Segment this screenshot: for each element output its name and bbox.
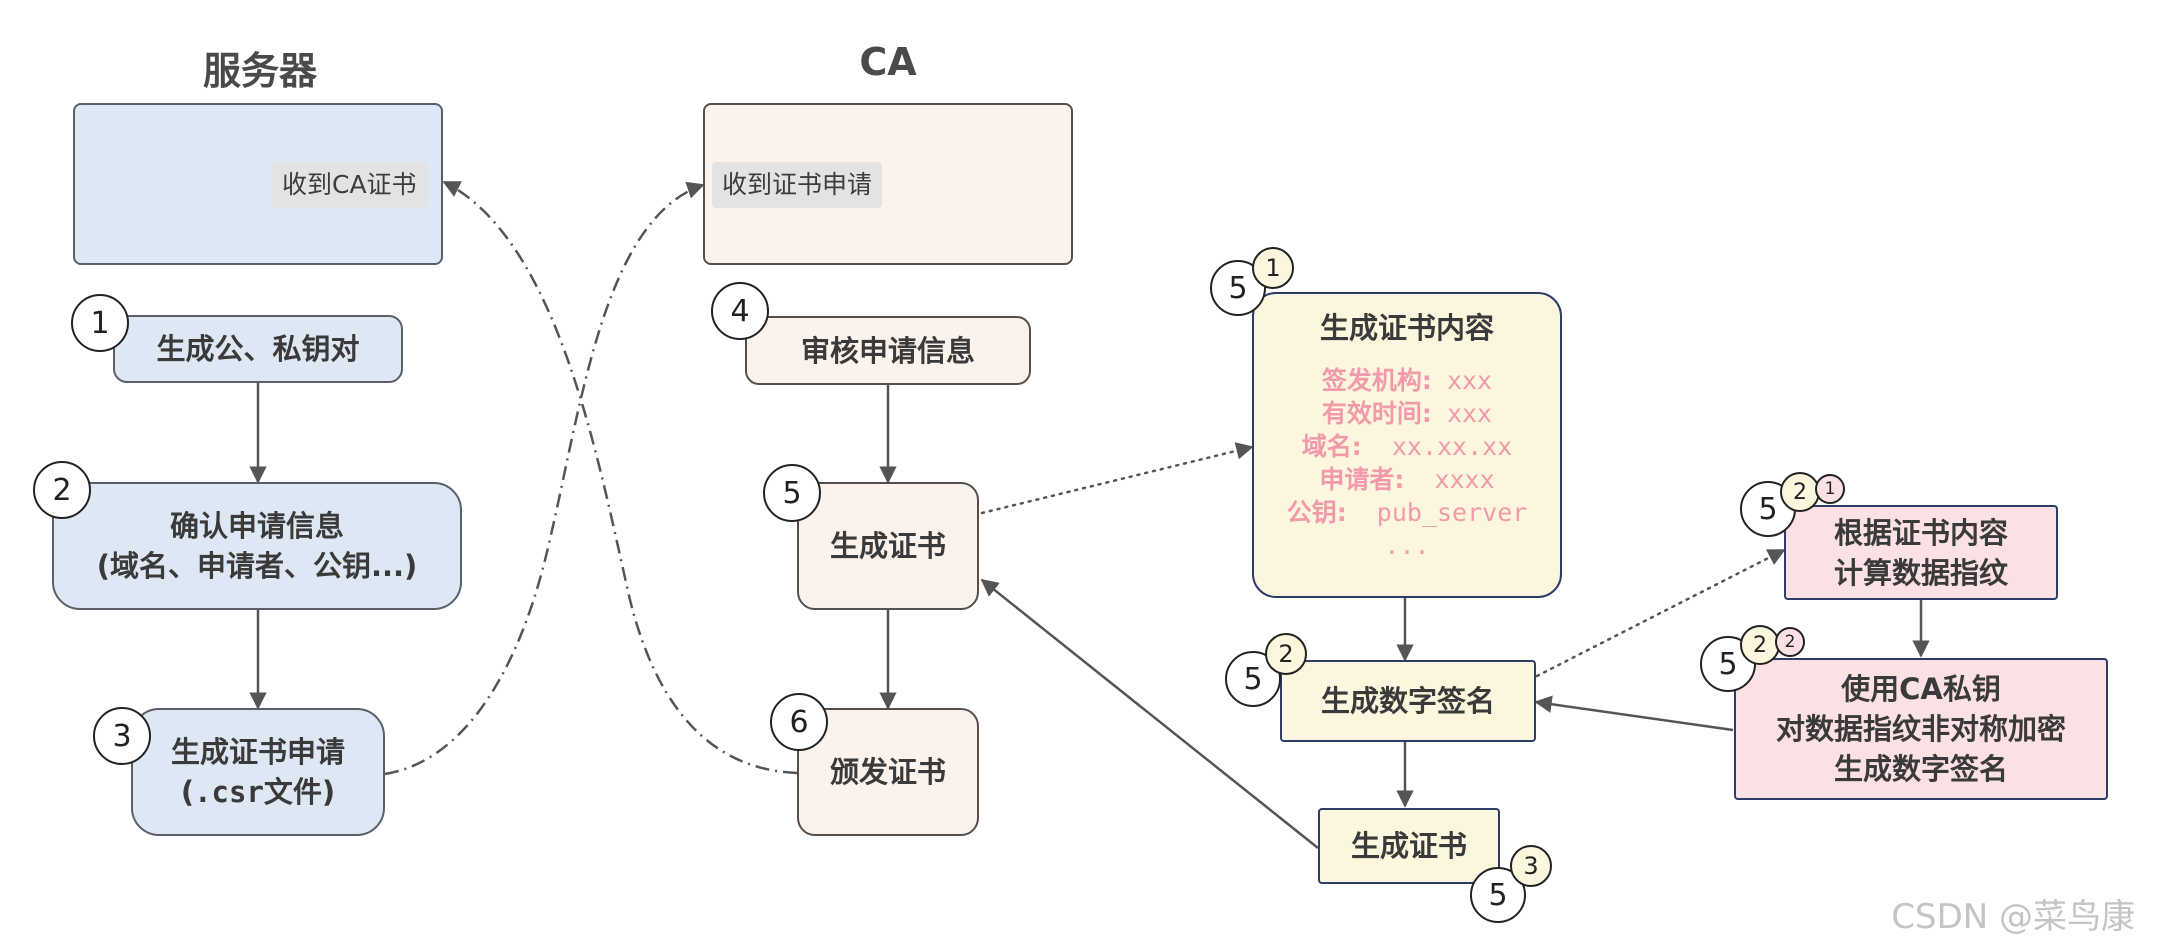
- server-step-2-line2: (域名、申请者、公钥...): [96, 549, 418, 583]
- arrow-generate-to-content: [980, 442, 1254, 515]
- encrypt-line1: 使用CA私钥: [1841, 672, 2001, 706]
- badge-1: 1: [71, 294, 129, 352]
- arrow-csr-to-ca: [384, 181, 705, 776]
- badge-5-1-sub: 1: [1252, 247, 1294, 289]
- encrypt-line2: 对数据指纹非对称加密: [1775, 712, 2066, 746]
- badge-5-2-1-sub: 2: [1780, 472, 1820, 512]
- badge-5-3-sub: 3: [1510, 845, 1552, 887]
- server-step-3-line1: 生成证书申请: [170, 735, 345, 769]
- field-applicant: 申请者: xxxx: [1319, 465, 1495, 494]
- badge-5-2-sub: 2: [1265, 633, 1307, 675]
- badge-5-2-1-main: 5: [1740, 481, 1796, 537]
- field-ellipsis: ...: [1384, 531, 1430, 560]
- badge-3: 3: [93, 707, 151, 765]
- fingerprint-box: 根据证书内容 计算数据指纹: [1784, 505, 2058, 600]
- signature-label: 生成数字签名: [1320, 684, 1495, 718]
- badge-5-2-2-sub: 2: [1740, 625, 1780, 665]
- badge-5: 5: [763, 464, 821, 522]
- encrypt-line3: 生成数字签名: [1833, 752, 2008, 786]
- server-column-title: 服务器: [202, 49, 317, 93]
- ca-step-5: 生成证书: [797, 482, 979, 610]
- badge-5-2-main: 5: [1225, 651, 1281, 707]
- server-step-1: 生成公、私钥对: [113, 315, 403, 383]
- ca-column-title: CA: [859, 40, 917, 84]
- cert-content-title: 生成证书内容: [1319, 311, 1494, 345]
- fingerprint-line2: 计算数据指纹: [1833, 555, 2008, 590]
- server-step-2-line1: 确认申请信息: [169, 509, 344, 543]
- badge-5-1-main: 5: [1210, 260, 1266, 316]
- arrow-encrypt-to-signature: [1534, 695, 1734, 732]
- fingerprint-line1: 根据证书内容: [1833, 515, 2008, 550]
- server-step-3-line2: (.csr文件): [180, 775, 336, 809]
- ca-step-5-label: 生成证书: [829, 529, 946, 563]
- field-issuer: 签发机构: xxx: [1321, 366, 1493, 395]
- server-step-2: 确认申请信息 (域名、申请者、公钥...): [52, 482, 462, 610]
- server-step-3: 生成证书申请 (.csr文件): [131, 708, 385, 836]
- badge-5-2-2-main: 5: [1700, 636, 1756, 692]
- badge-4: 4: [711, 282, 769, 340]
- final-cert-label: 生成证书: [1350, 829, 1467, 863]
- ca-step-6-label: 颁发证书: [829, 755, 946, 789]
- final-cert-box: 生成证书: [1318, 808, 1500, 884]
- badge-5-2-2-subsub: 2: [1775, 627, 1805, 657]
- server-received-tag: 收到CA证书: [272, 162, 427, 208]
- field-public-key: 公钥: pub_server: [1286, 498, 1528, 527]
- ca-received-tag: 收到证书申请: [712, 162, 883, 208]
- arrow-cert-to-generate: [980, 578, 1319, 849]
- field-validity: 有效时间: xxx: [1321, 399, 1493, 428]
- badge-2: 2: [33, 461, 91, 519]
- ca-step-4-label: 审核申请信息: [800, 333, 975, 368]
- watermark: CSDN @菜鸟康: [1891, 897, 2135, 937]
- field-domain: 域名: xx.xx.xx: [1301, 432, 1513, 461]
- badge-6: 6: [770, 693, 828, 751]
- badge-5-2-1-subsub: 1: [1815, 474, 1845, 504]
- signature-box: 生成数字签名: [1280, 660, 1536, 742]
- ca-step-4: 审核申请信息: [745, 316, 1031, 385]
- arrow-signature-to-fingerprint: [1535, 548, 1786, 678]
- cert-content-box: 生成证书内容 签发机构: xxx 有效时间: xxx 域名: xx.xx.xx …: [1252, 292, 1562, 598]
- server-step-1-label: 生成公、私钥对: [156, 332, 360, 366]
- cert-content-fields: 签发机构: xxx 有效时间: xxx 域名: xx.xx.xx 申请者: xx…: [1287, 364, 1528, 562]
- encrypt-box: 使用CA私钥 对数据指纹非对称加密 生成数字签名: [1734, 658, 2108, 800]
